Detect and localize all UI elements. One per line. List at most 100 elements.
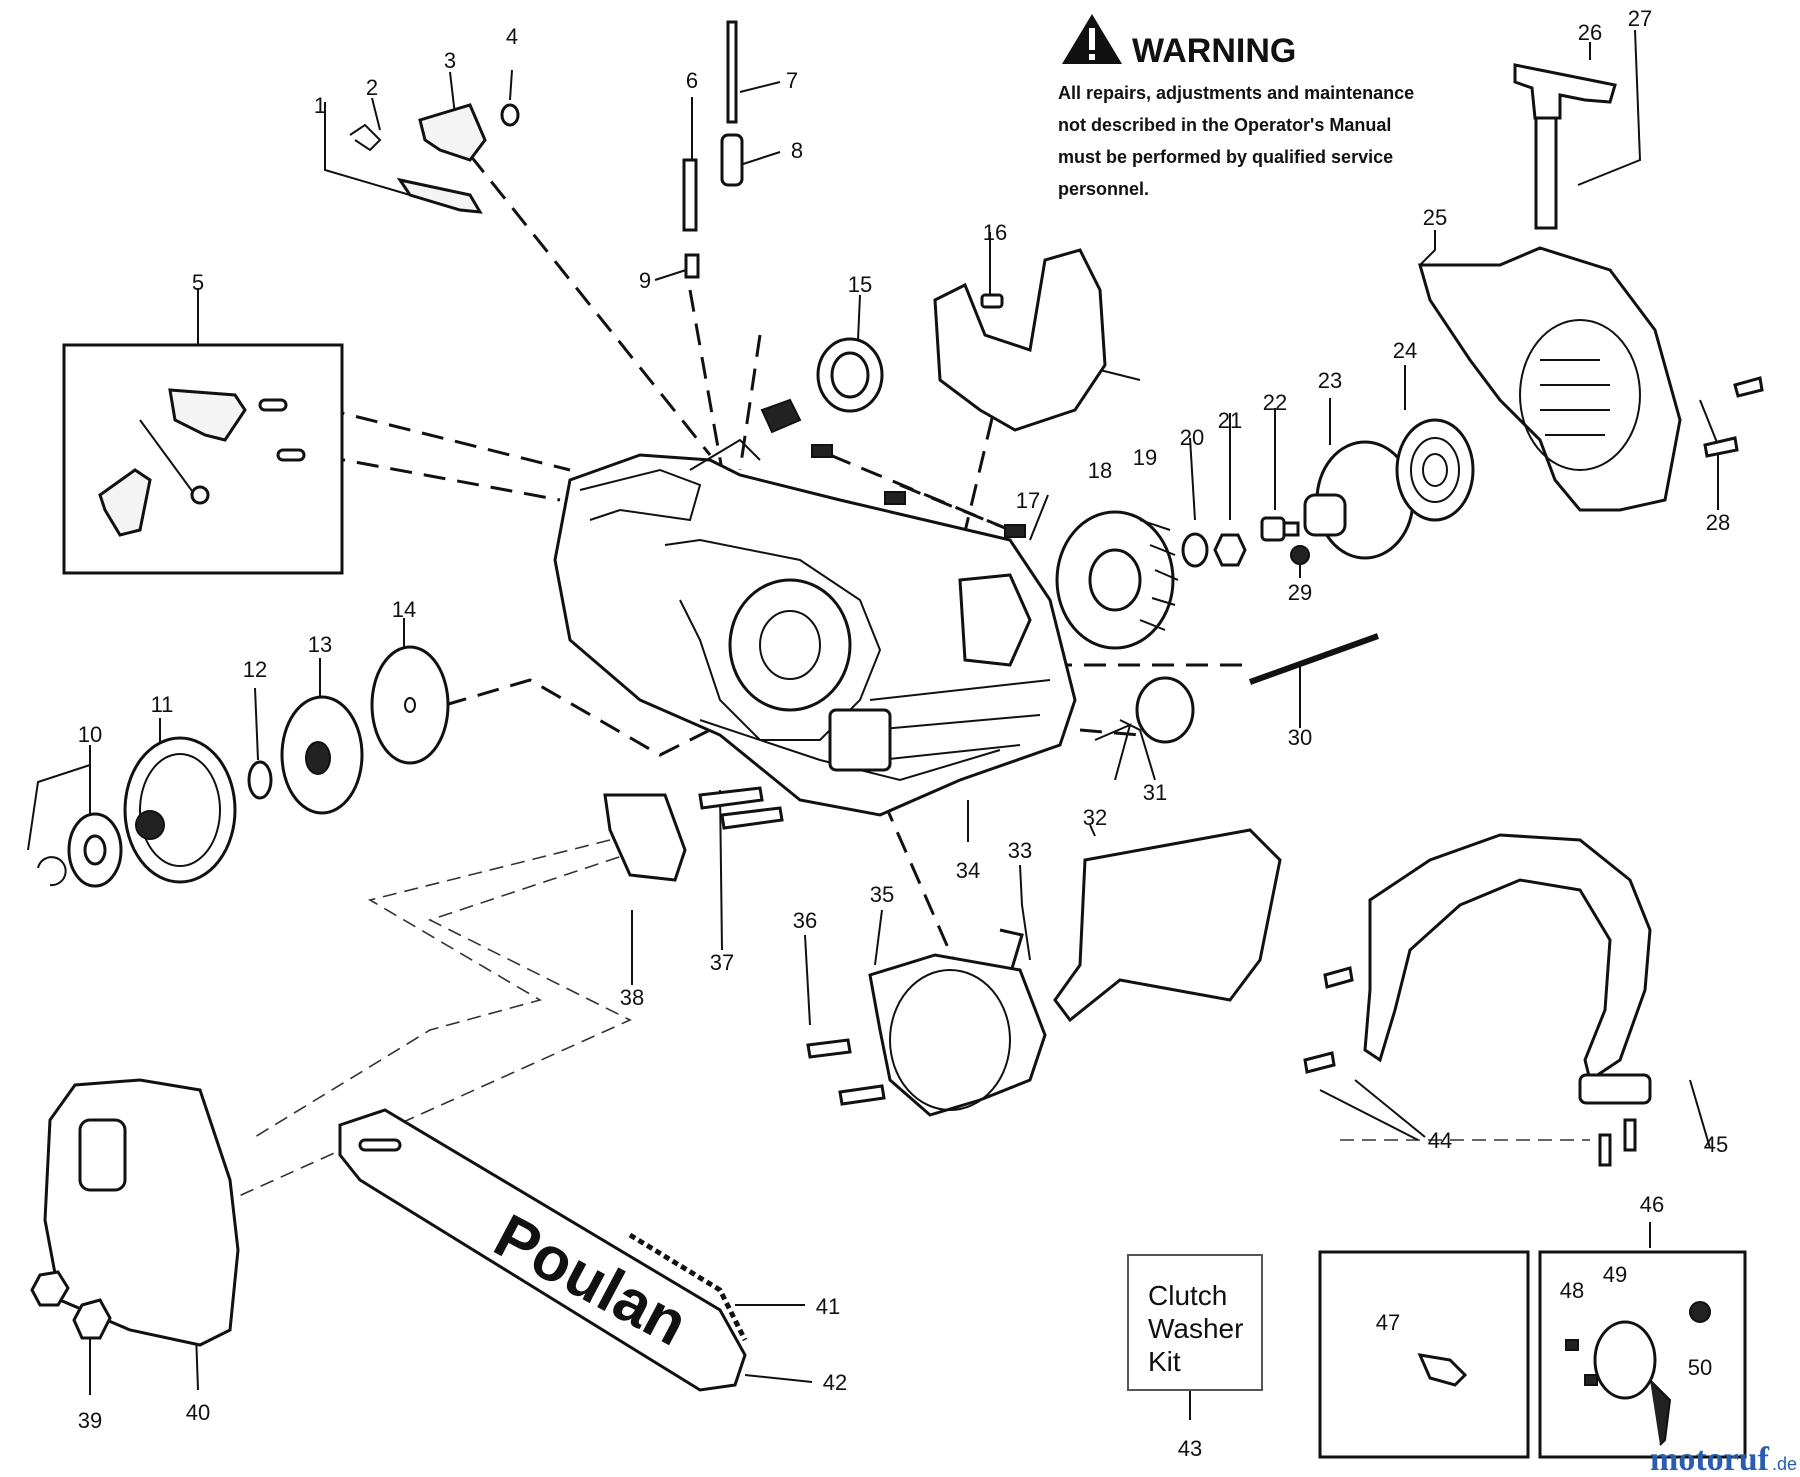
part-14-plate xyxy=(370,645,450,765)
part-43-clutch-washer-kit-box: Clutch Washer Kit xyxy=(1127,1254,1263,1391)
callout-37: 37 xyxy=(710,950,734,975)
callout-6: 6 xyxy=(686,68,698,93)
callout-24: 24 xyxy=(1393,338,1417,363)
part-38-guide-plate xyxy=(603,793,687,882)
kit-label-line-1: Clutch xyxy=(1148,1280,1227,1311)
callout-34: 34 xyxy=(956,858,980,883)
callout-2: 2 xyxy=(366,75,378,100)
part-16-screw xyxy=(980,293,1004,309)
callout-35: 35 xyxy=(870,882,894,907)
part-30-rod xyxy=(1248,633,1380,685)
part-10-washer xyxy=(67,812,123,888)
part-9-tip xyxy=(684,253,700,279)
callout-23: 23 xyxy=(1318,368,1342,393)
part-35-brake-assembly xyxy=(868,953,1047,1117)
callout-18: 18 xyxy=(1088,458,1112,483)
callout-28: 28 xyxy=(1706,510,1730,535)
part-13-clutch xyxy=(280,695,364,815)
callout-15: 15 xyxy=(848,272,872,297)
callout-33: 33 xyxy=(1008,838,1032,863)
callout-10: 10 xyxy=(78,722,102,747)
part-20-washer xyxy=(1181,532,1209,568)
callout-16: 16 xyxy=(983,220,1007,245)
part-39-bar-nuts xyxy=(30,1270,112,1340)
part-12-washer xyxy=(247,760,273,800)
callout-48: 48 xyxy=(1560,1278,1584,1303)
callout-49: 49 xyxy=(1603,1262,1627,1287)
callout-36: 36 xyxy=(793,908,817,933)
part-31-oil-cap xyxy=(1094,676,1195,781)
part-24-rewind-spring xyxy=(1395,418,1475,522)
callout-50: 50 xyxy=(1688,1355,1712,1380)
part-29-nut xyxy=(1290,545,1310,565)
kit-label-line-2: Washer xyxy=(1148,1313,1243,1344)
warning-line-1: All repairs, adjustments and maintenance xyxy=(1058,83,1414,103)
part-42-guide-bar xyxy=(338,1108,747,1392)
part-21-nut xyxy=(1213,533,1247,567)
engine-housing xyxy=(553,438,1077,817)
callout-3: 3 xyxy=(444,48,456,73)
callout-14: 14 xyxy=(392,597,416,622)
part-7-rod xyxy=(726,20,738,124)
part-11-clutch-drum xyxy=(123,736,237,884)
part-45-handle-foot xyxy=(1578,1073,1652,1105)
warning-notice: WARNING All repairs, adjustments and mai… xyxy=(1058,14,1414,199)
callout-39: 39 xyxy=(78,1408,102,1433)
callout-12: 12 xyxy=(243,657,267,682)
part-40-clutch-cover xyxy=(43,1078,240,1347)
part-2-spring xyxy=(349,123,382,152)
callout-44: 44 xyxy=(1428,1128,1452,1153)
site-watermark: motoruf .de xyxy=(1650,1441,1797,1477)
part-46-oil-pump-inset-box xyxy=(1538,1250,1747,1459)
callout-8: 8 xyxy=(791,138,803,163)
callout-9: 9 xyxy=(639,268,651,293)
part-41-saw-chain xyxy=(628,1232,748,1342)
part-45-front-handle xyxy=(1363,833,1652,1083)
warning-line-3: must be performed by qualified service xyxy=(1058,147,1393,167)
callout-32: 32 xyxy=(1083,805,1107,830)
callout-4: 4 xyxy=(506,24,518,49)
bar-brand-text: Poulan xyxy=(483,1201,698,1359)
part-1-throttle-trigger xyxy=(396,177,483,214)
part-3-switch xyxy=(418,103,487,162)
callout-45: 45 xyxy=(1704,1132,1728,1157)
kit-label-line-3: Kit xyxy=(1148,1346,1181,1377)
callout-47: 47 xyxy=(1376,1310,1400,1335)
callout-numbers: 1 2 3 4 5 6 7 8 9 10 11 12 13 14 15 16 1… xyxy=(78,6,1730,1461)
callout-1: 1 xyxy=(314,93,326,118)
callout-29: 29 xyxy=(1288,580,1312,605)
callout-38: 38 xyxy=(620,985,644,1010)
part-4-washer xyxy=(500,103,520,127)
warning-triangle-icon xyxy=(1062,14,1122,64)
callout-13: 13 xyxy=(308,632,332,657)
callout-46: 46 xyxy=(1640,1192,1664,1217)
callout-5: 5 xyxy=(192,270,204,295)
callout-19: 19 xyxy=(1133,445,1157,470)
part-19-heat-shield xyxy=(933,248,1107,432)
part-15-filler-cap xyxy=(760,337,884,434)
warning-line-4: personnel. xyxy=(1058,179,1149,199)
part-40-cover-window xyxy=(78,1118,127,1192)
callout-25: 25 xyxy=(1423,205,1447,230)
callout-31: 31 xyxy=(1143,780,1167,805)
warning-title: WARNING xyxy=(1132,32,1296,70)
part-8-grommet xyxy=(720,133,744,187)
callout-26: 26 xyxy=(1578,20,1602,45)
callout-20: 20 xyxy=(1180,425,1204,450)
part-10-e-clip xyxy=(37,856,67,887)
watermark-main: motoruf xyxy=(1650,1441,1770,1477)
part-25-starter-housing xyxy=(1418,246,1682,512)
part-32-hand-guard xyxy=(1053,828,1282,1023)
callout-11: 11 xyxy=(151,692,174,717)
part-22-bolt xyxy=(1260,516,1300,542)
callout-7: 7 xyxy=(786,68,798,93)
part-47-inset-box xyxy=(1318,1250,1530,1459)
part-36-screws xyxy=(806,1038,886,1106)
watermark-tld: .de xyxy=(1772,1454,1797,1474)
part-28-screws xyxy=(1703,376,1764,458)
callout-27: 27 xyxy=(1628,6,1652,31)
part-5-trigger-kit-inset xyxy=(62,343,344,575)
part-17-clips xyxy=(811,444,1026,538)
